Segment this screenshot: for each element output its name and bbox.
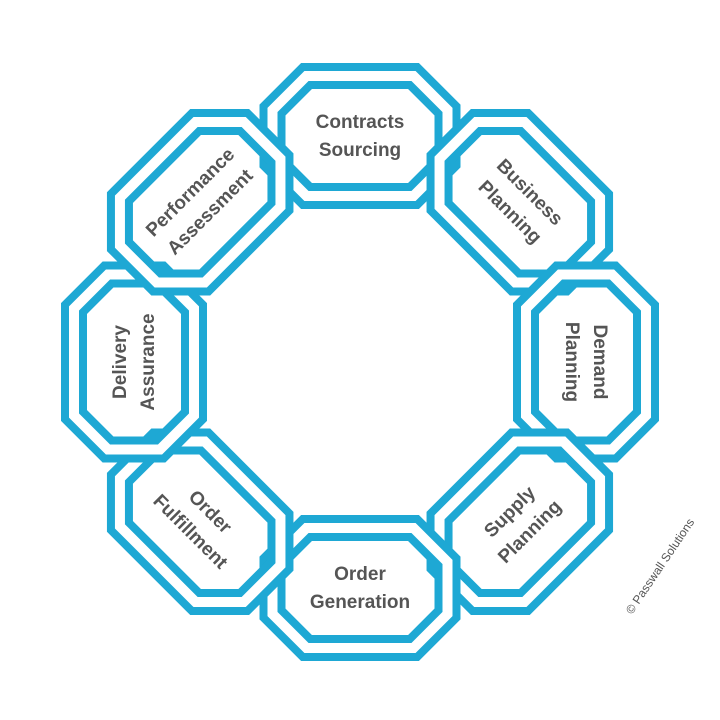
chain-link-demand-planning xyxy=(513,261,659,463)
chain-label-line-2: Sourcing xyxy=(319,140,401,161)
chain-link-inner-gap xyxy=(434,436,606,608)
chain-link-inner-gap xyxy=(69,269,199,455)
chain-link-delivery-assurance xyxy=(61,261,207,463)
chain-link-supply-planning xyxy=(426,428,614,616)
chain-link-outline xyxy=(61,261,207,463)
copyright-notice: © Passwall Solutions xyxy=(623,516,697,617)
chain-link-outline xyxy=(259,63,461,209)
chain-link-inner-gap xyxy=(114,116,286,288)
chain-link-contracts-sourcing xyxy=(259,63,461,209)
chain-label-line-2: Assurance xyxy=(138,313,159,410)
chain-link-inner-gap xyxy=(267,523,453,653)
chain-label-line-1: Order xyxy=(334,564,386,585)
chain-label-line-1: Contracts xyxy=(316,112,405,133)
chain-label-demand-planning: Demand Planning xyxy=(561,322,610,402)
chain-link-inner-gap xyxy=(434,116,606,288)
chain-link-order-generation xyxy=(259,515,461,661)
chain-label-line-1: Demand xyxy=(589,325,610,400)
chain-link-outline xyxy=(259,515,461,661)
chain-label-line-2: Planning xyxy=(561,322,582,402)
chain-label-line-2: Generation xyxy=(310,592,410,613)
chain-link-outline xyxy=(513,261,659,463)
chain-label-line-1: Delivery xyxy=(110,325,131,399)
chain-label-supply-planning: SupplyPlanning xyxy=(474,476,565,567)
chain-label-delivery-assurance: Delivery Assurance xyxy=(110,313,159,410)
chain-link-inner-gap xyxy=(267,71,453,201)
chain-link-order-fulfillment xyxy=(106,428,294,616)
chain-link-inner-gap xyxy=(521,269,651,455)
chain-links xyxy=(61,63,659,661)
chain-link-inner-gap xyxy=(114,436,286,608)
chain-link-performance-assessment xyxy=(106,108,294,296)
chain-link-business-planning xyxy=(426,108,614,296)
